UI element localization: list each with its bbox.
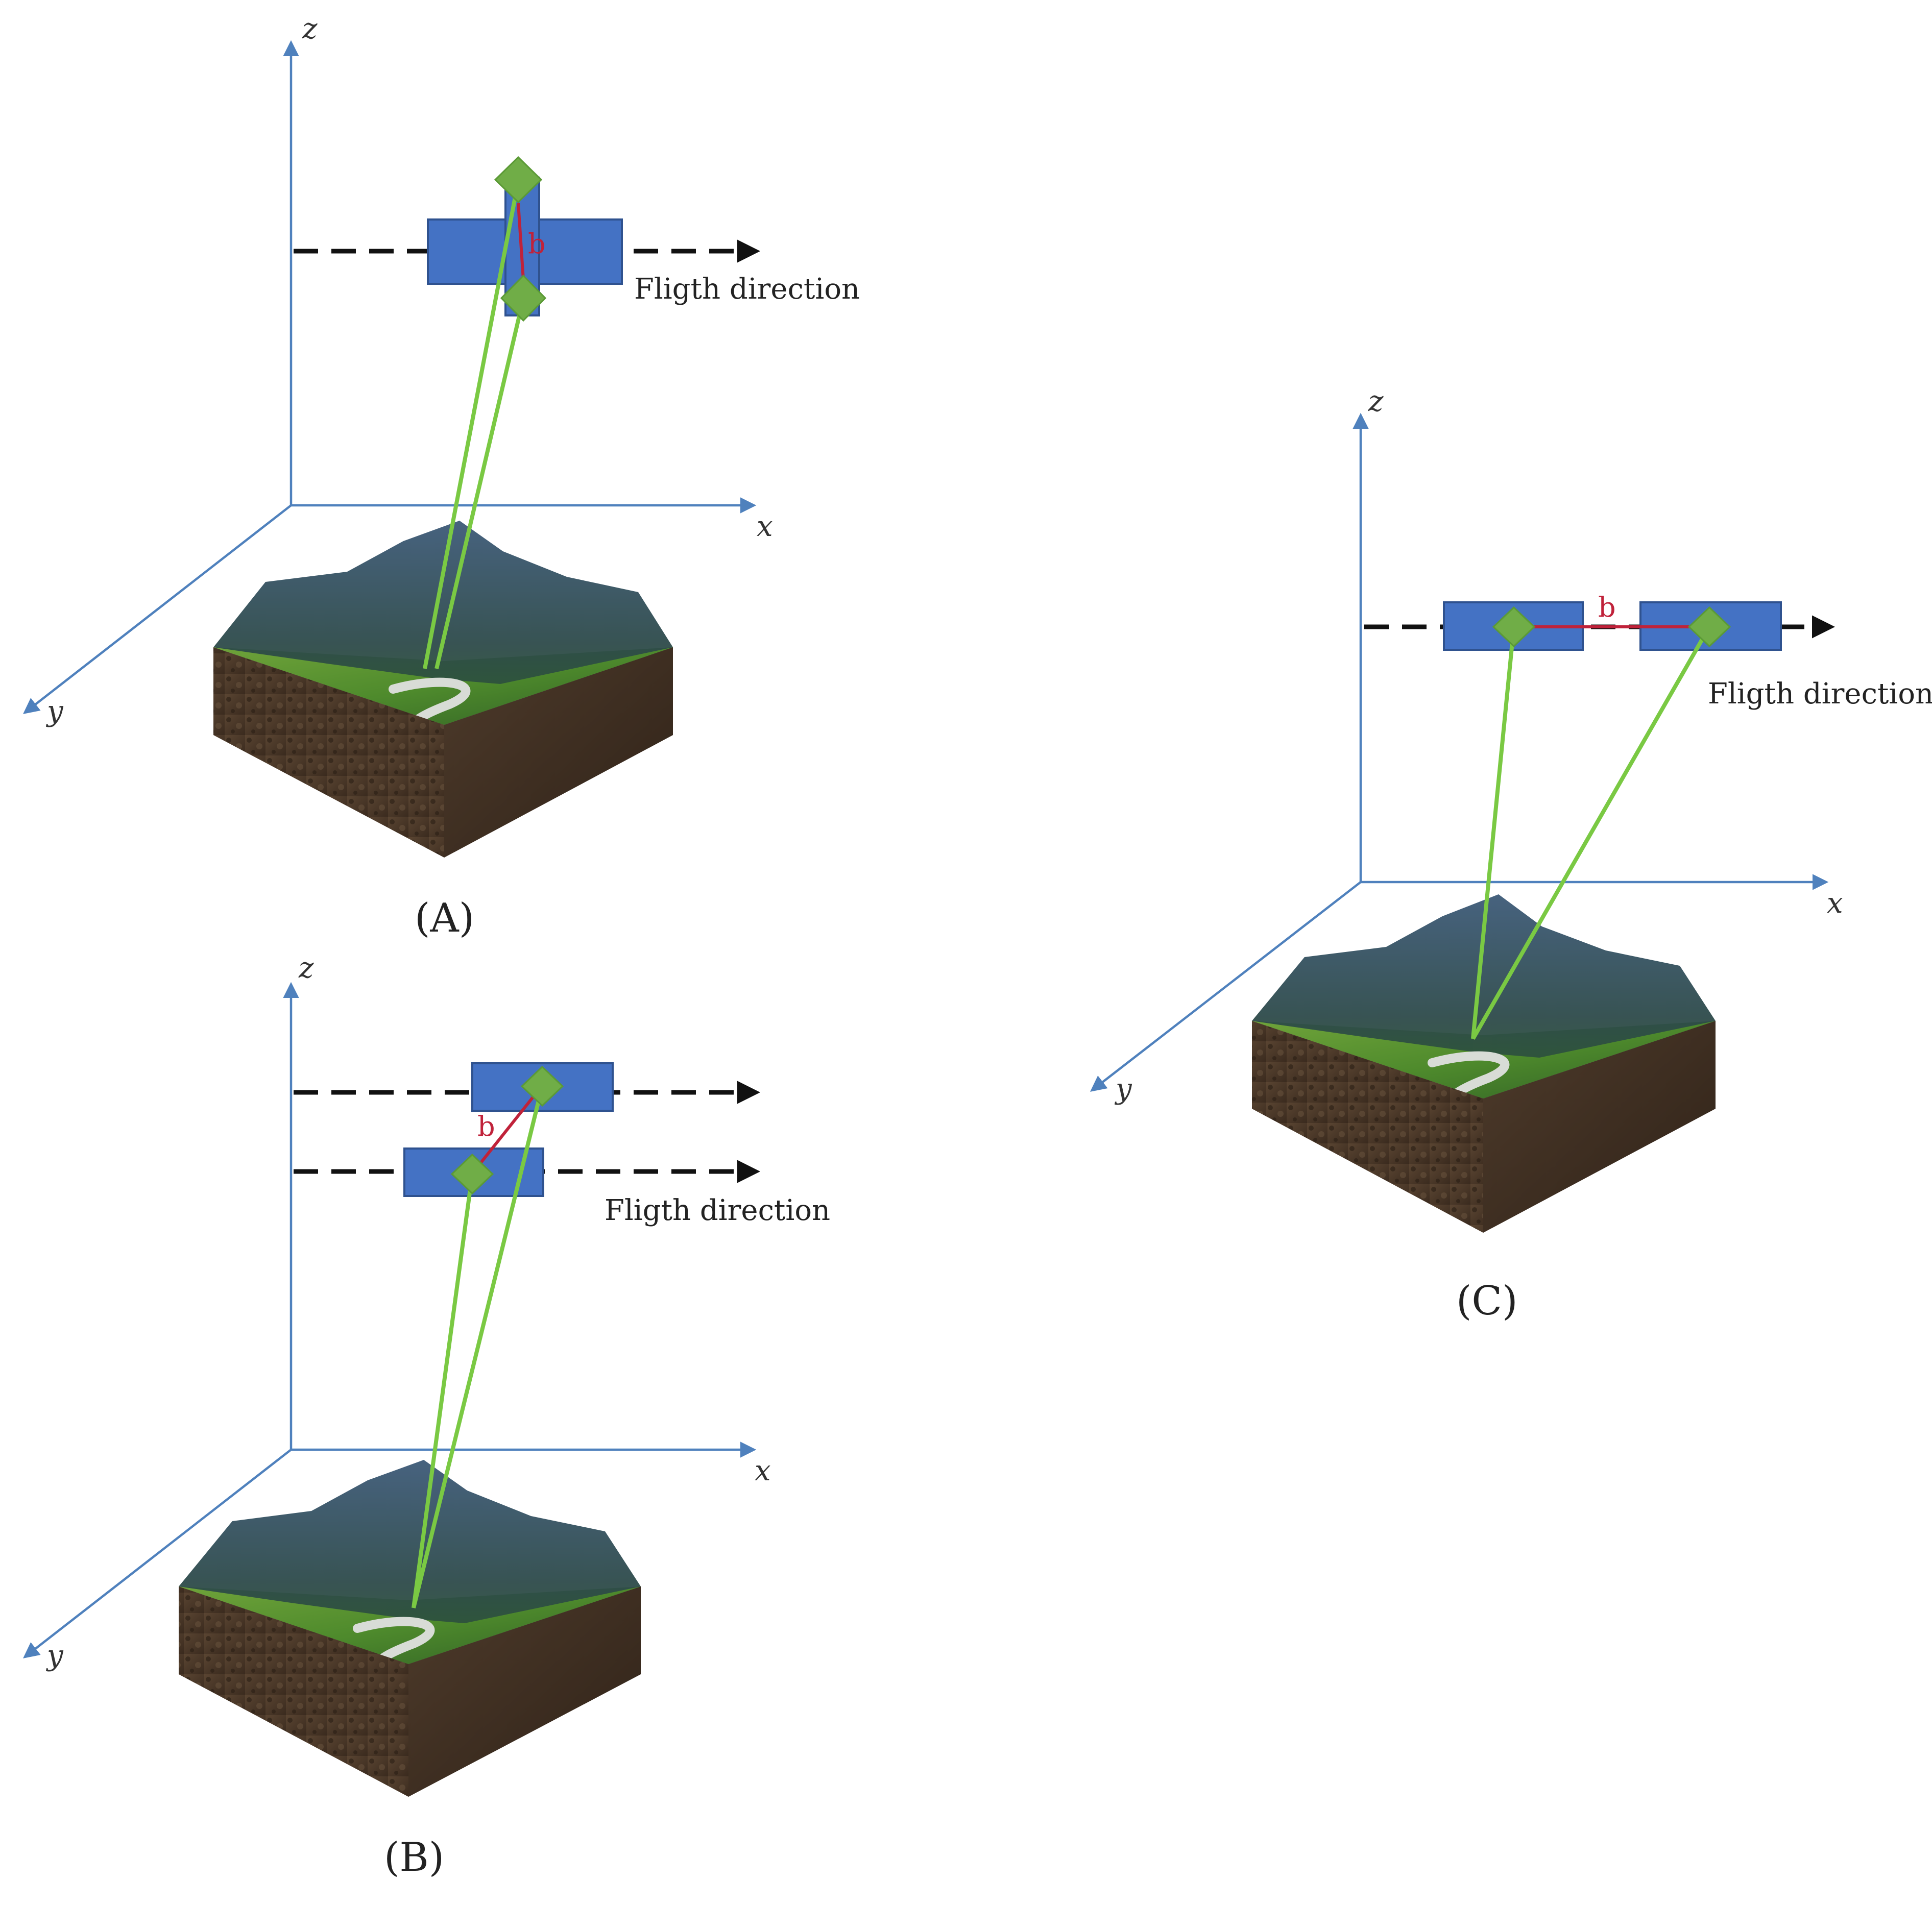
sensor-upper-b: [520, 1065, 564, 1107]
axes-a: z x y: [23, 12, 773, 728]
beam-lower-a: [434, 298, 525, 669]
sensor-lower-b: [450, 1153, 494, 1195]
panel-a: z x y b Fligth direction (A): [23, 12, 860, 941]
axes-b: z x y: [23, 951, 771, 1672]
panel-label-b: (B): [384, 1835, 444, 1880]
y-axis-a: [23, 504, 292, 714]
flight-direction-label-b: Fligth direction: [605, 1194, 830, 1227]
beams-a: [423, 181, 525, 669]
terrain-left-face-a: [213, 647, 444, 858]
y-axis-label-b: y: [45, 1639, 64, 1672]
beam-lower-b: [412, 1174, 474, 1608]
panel-label-c: (C): [1456, 1278, 1518, 1324]
sensor-fore-c: [1492, 606, 1536, 648]
terrain-block-c: [1252, 894, 1716, 1233]
beam-upper-b: [412, 1086, 544, 1608]
z-axis-label-a: z: [302, 12, 318, 45]
terrain-right-face-b: [408, 1586, 641, 1797]
sensor-upper-a: [494, 156, 543, 204]
beams-c: [1471, 626, 1711, 1040]
sensor-aft-c: [1687, 606, 1731, 648]
baseline-label-b: b: [477, 1110, 495, 1142]
terrain-right-face-a: [444, 647, 673, 858]
x-axis-label-b: x: [755, 1454, 771, 1487]
beam-upper-a: [423, 181, 520, 669]
terrain-block-a: [213, 521, 673, 858]
y-axis-b: [23, 1449, 292, 1658]
y-axis-label-c: y: [1114, 1072, 1132, 1106]
z-axis-label-c: z: [1368, 385, 1384, 418]
flight-direction-label-c: Fligth direction: [1708, 677, 1932, 711]
flight-direction-label-a: Fligth direction: [634, 273, 860, 306]
terrain-right-face-c: [1483, 1021, 1716, 1233]
y-axis-c: [1090, 881, 1362, 1092]
panel-c: z x y b Fligth direction (C): [1090, 385, 1932, 1324]
sensor-lower-a: [500, 274, 547, 322]
x-axis-label-c: x: [1827, 887, 1843, 920]
axes-c: z x y: [1090, 385, 1843, 1106]
panel-label-a: (A): [415, 895, 474, 941]
terrain-left-face-b: [179, 1586, 408, 1797]
baseline-a: [517, 203, 525, 280]
baseline-b: [478, 1095, 535, 1165]
panel-b: z x y b Fligth direction: [23, 951, 830, 1880]
z-axis-label-b: z: [298, 951, 314, 985]
baseline-label-a: b: [528, 228, 546, 260]
x-axis-label-a: x: [757, 510, 773, 543]
beam-fore-c: [1471, 626, 1516, 1039]
terrain-block-b: [179, 1460, 641, 1797]
beams-b: [412, 1086, 544, 1608]
y-axis-label-a: y: [45, 695, 64, 728]
terrain-left-face-c: [1252, 1021, 1483, 1233]
baseline-label-c: b: [1598, 591, 1616, 623]
beam-aft-c: [1471, 626, 1711, 1040]
